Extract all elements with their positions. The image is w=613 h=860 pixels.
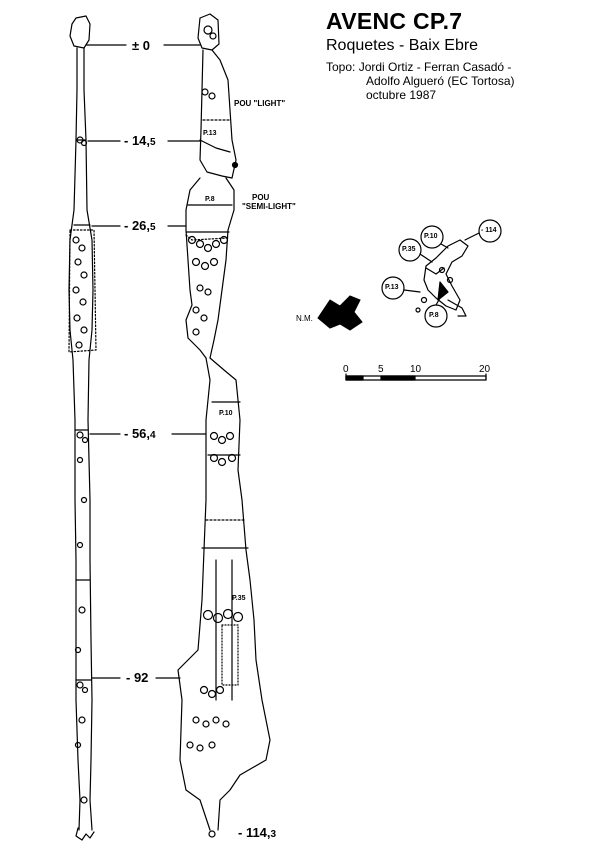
- credit-line-1: Topo: Jordi Ortiz - Ferran Casadó -: [326, 60, 512, 74]
- north-label: N.M.: [296, 314, 313, 323]
- annotation-pou-semilight: POU "SEMI-LIGHT": [242, 193, 296, 211]
- annotation-pou-light: POU "LIGHT": [234, 99, 286, 108]
- plan-label-p10: P.10: [424, 233, 438, 240]
- depth-label-3: - 56,4: [124, 426, 156, 441]
- scale-tick-10: 10: [410, 364, 422, 375]
- depth-label-4: - 92: [126, 670, 149, 685]
- depth-label-0: ± 0: [132, 38, 150, 53]
- depth-label-5: - 114,3: [238, 825, 277, 840]
- north-arrow-icon: [317, 295, 363, 331]
- plan-label-114: - 114: [481, 227, 497, 234]
- survey-location: Roquetes - Baix Ebre: [326, 37, 479, 54]
- scale-tick-0: 0: [343, 364, 349, 375]
- plan-label-p35: P.35: [402, 246, 416, 253]
- scale-tick-20: 20: [479, 364, 491, 375]
- left-section-profile: [68, 15, 97, 841]
- right-section-profile: [177, 13, 271, 838]
- scale-tick-5: 5: [378, 364, 384, 375]
- pitch-label-p10: P.10: [219, 410, 233, 417]
- depth-leader-lines: [85, 44, 207, 679]
- survey-credits: Topo: Jordi Ortiz - Ferran Casadó - Adol…: [326, 60, 515, 102]
- pitch-label-p8: P.8: [205, 196, 215, 203]
- credit-line-3: octubre 1987: [366, 88, 437, 102]
- pitch-label-p35: P.35: [232, 595, 246, 602]
- depth-label-1: - 14,5: [124, 133, 156, 148]
- plan-label-p8: P.8: [429, 312, 439, 319]
- depth-label-2: - 26,5: [124, 218, 156, 233]
- pitch-label-p13: P.13: [203, 130, 217, 137]
- plan-label-p13: P.13: [385, 284, 399, 291]
- survey-title: AVENC CP.7: [326, 8, 463, 34]
- plan-view-sketch: [381, 219, 502, 328]
- scale-bar: [345, 373, 487, 381]
- credit-line-2: Adolfo Algueró (EC Tortosa): [366, 74, 515, 88]
